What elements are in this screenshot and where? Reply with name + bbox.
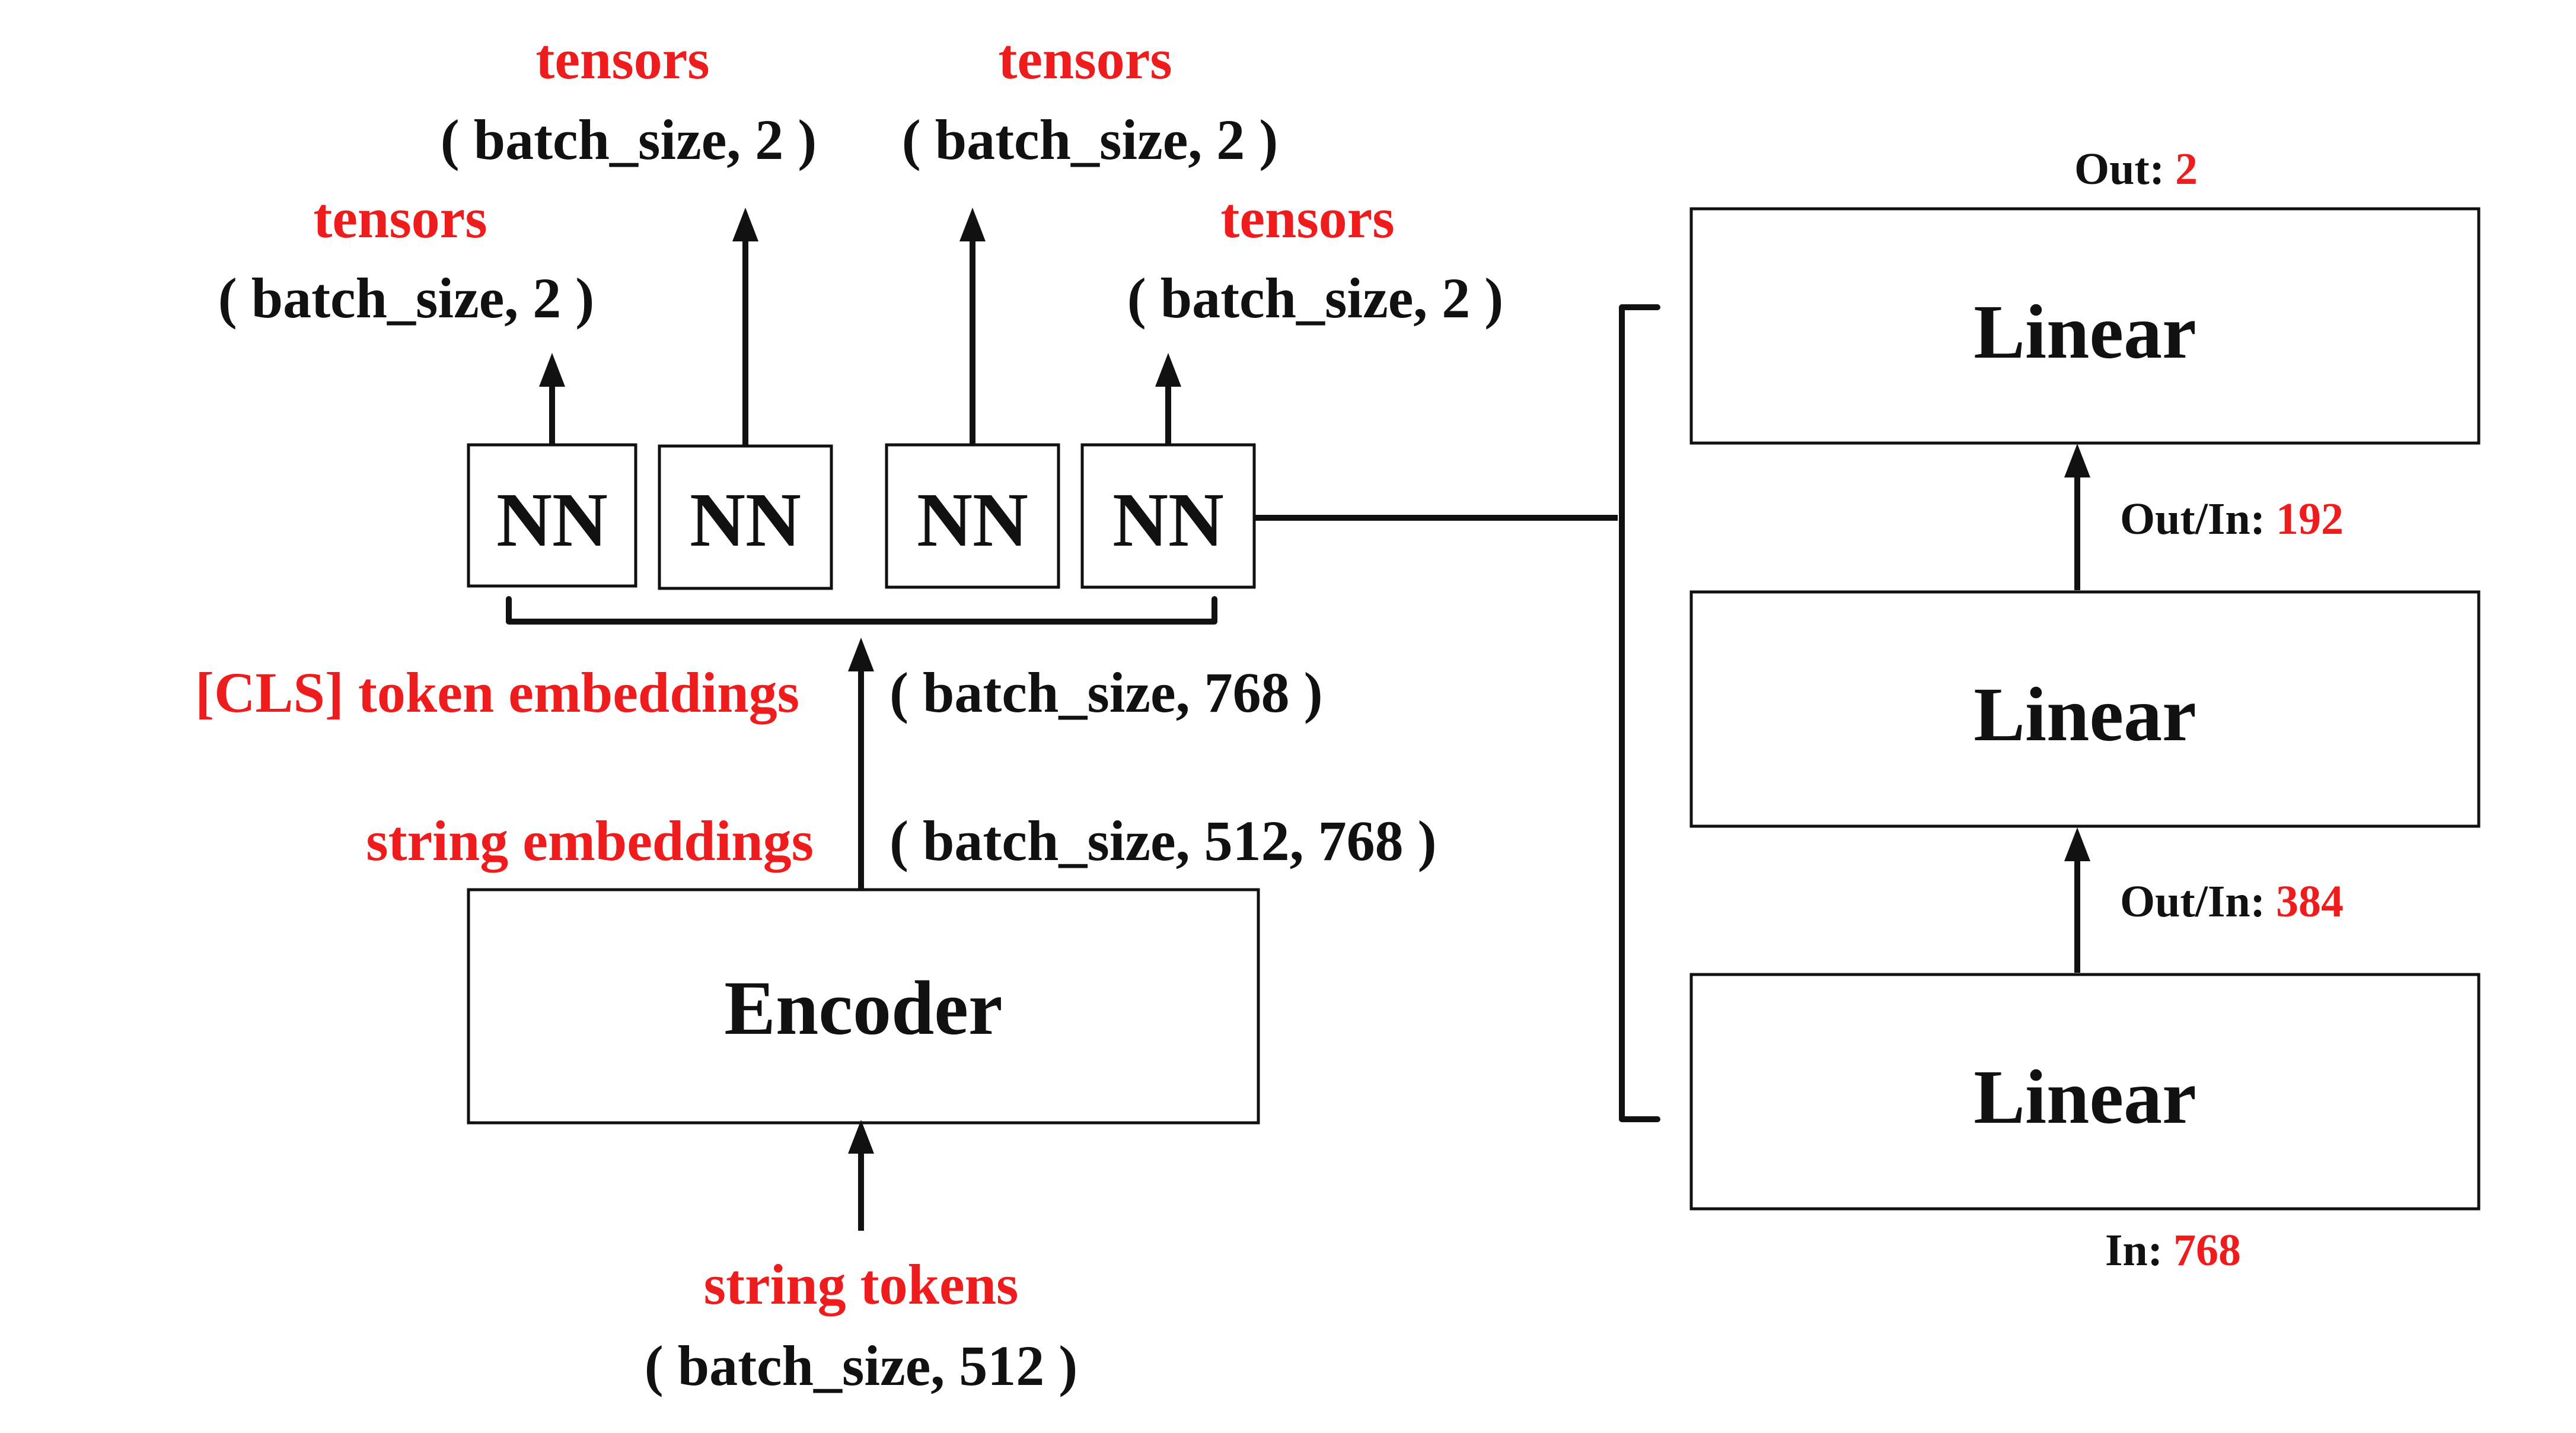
nn-output-arrowhead-2 xyxy=(732,208,758,241)
string-embeddings-label: string embeddings xyxy=(366,809,814,872)
nn-label-4: NN xyxy=(1112,477,1224,563)
linear-box-middle xyxy=(1689,590,2481,828)
nn-output-shape-2: ( batch_size, 2 ) xyxy=(441,108,817,171)
nn-output-label-1: tensors xyxy=(313,186,487,250)
nn-output-shape-1: ( batch_size, 2 ) xyxy=(218,266,595,330)
nn-head-1: NN tensors ( batch_size, 2 ) xyxy=(218,186,637,588)
nn-output-label-4: tensors xyxy=(1220,186,1394,250)
nn-box-2 xyxy=(658,444,833,590)
linear-mid-to-top-arrowhead xyxy=(2064,444,2090,477)
cls-embeddings-label: [CLS] token embeddings xyxy=(195,661,799,724)
cls-embeddings-shape: ( batch_size, 768 ) xyxy=(890,661,1323,724)
mlp-in-prefix: In: xyxy=(2105,1225,2163,1275)
nn-output-label-2: tensors xyxy=(535,27,709,91)
mlp-out-prefix: Out: xyxy=(2074,144,2164,194)
mlp-between-bottom-prefix: Out/In: xyxy=(2120,877,2265,926)
nn-label-1: NN xyxy=(496,477,608,563)
linear-label-top: Linear xyxy=(1974,289,2196,375)
mlp-between-bottom-value: 384 xyxy=(2276,877,2344,926)
encoder-output-arrowhead xyxy=(848,638,874,671)
heads-bracket xyxy=(506,596,1217,625)
linear-box-top xyxy=(1689,207,2481,445)
nn-output-arrowhead-4 xyxy=(1155,353,1181,387)
mlp-between-top-prefix: Out/In: xyxy=(2120,494,2265,544)
nn-label-3: NN xyxy=(917,477,1028,563)
string-tokens-label: string tokens xyxy=(704,1253,1019,1316)
string-embeddings-shape: ( batch_size, 512, 768 ) xyxy=(890,809,1437,872)
encoder-label: Encoder xyxy=(724,966,1002,1051)
nn-output-arrowhead-1 xyxy=(539,353,565,387)
linear-label-middle: Linear xyxy=(1974,672,2196,757)
linear-box-bottom xyxy=(1689,973,2481,1211)
linear-bottom-to-mid-arrowhead xyxy=(2064,827,2090,861)
mlp-in-value: 768 xyxy=(2173,1225,2241,1275)
encoder-input-arrowhead xyxy=(848,1120,874,1154)
nn-head-3: NN tensors ( batch_size, 2 ) xyxy=(885,27,1279,589)
nn-head-2: NN tensors ( batch_size, 2 ) xyxy=(441,27,833,590)
nn-output-shape-4: ( batch_size, 2 ) xyxy=(1127,266,1504,330)
nn-box-3 xyxy=(885,443,1060,589)
linear-label-bottom: Linear xyxy=(1974,1055,2196,1140)
encoder-box xyxy=(467,888,1260,1125)
nn-output-arrowhead-3 xyxy=(959,208,986,241)
string-tokens-shape: ( batch_size, 512 ) xyxy=(645,1334,1078,1397)
nn-output-shape-3: ( batch_size, 2 ) xyxy=(902,108,1279,171)
mlp-between-top-value: 192 xyxy=(2276,494,2344,544)
nn-head-4: NN tensors ( batch_size, 2 ) xyxy=(1080,186,1504,589)
mlp-out-value: 2 xyxy=(2175,144,2198,194)
nn-label-2: NN xyxy=(690,477,801,563)
nn-output-label-3: tensors xyxy=(998,27,1172,91)
mlp-bracket xyxy=(1619,304,1660,1122)
